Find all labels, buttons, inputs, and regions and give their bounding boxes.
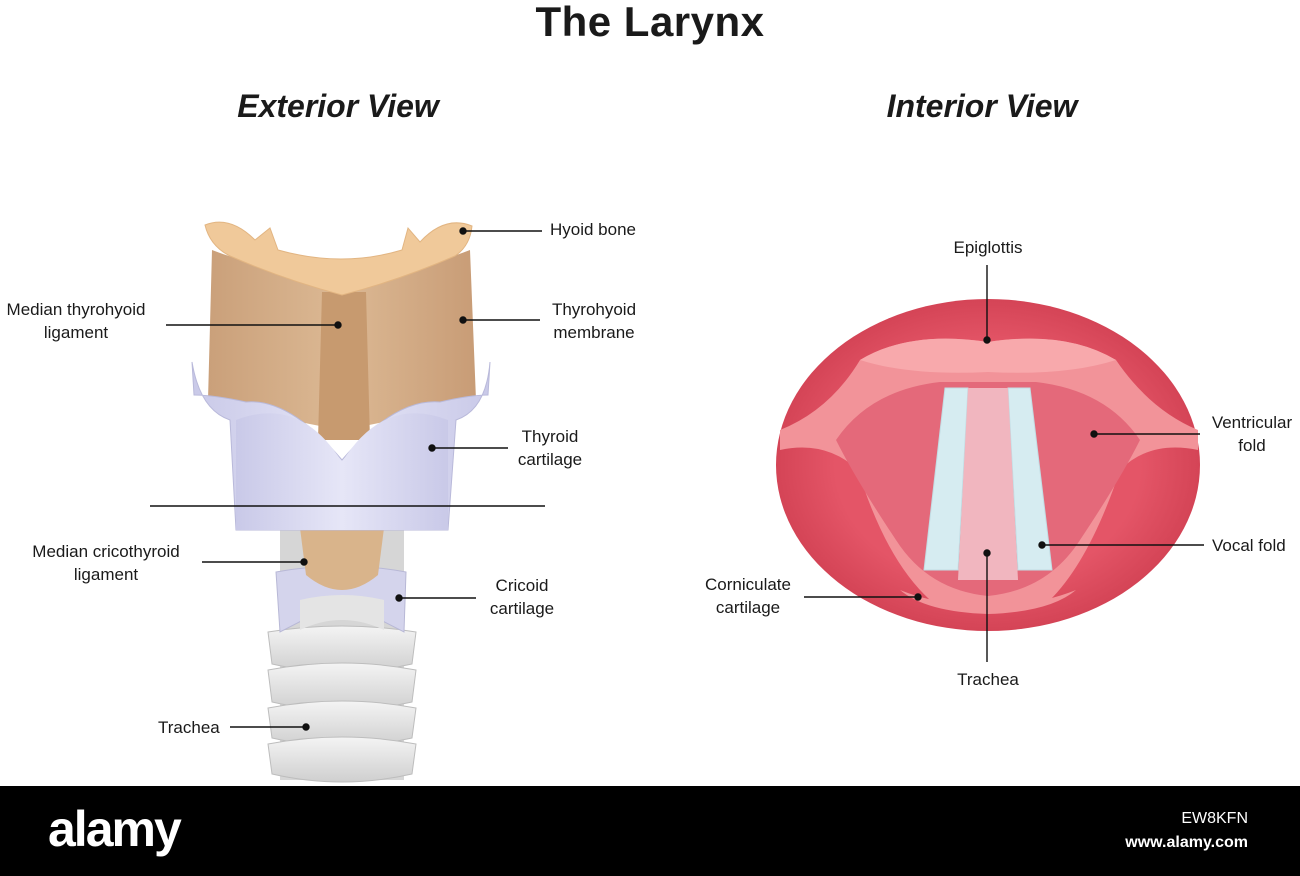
label-thyrohyoid-membrane: Thyrohyoid membrane xyxy=(540,298,648,344)
exterior-larynx xyxy=(191,221,491,783)
thyroid-cartilage-front xyxy=(236,413,448,530)
label-trachea-interior: Trachea xyxy=(957,670,1019,689)
median-thyrohyoid-ligament xyxy=(318,292,370,440)
right-vocal-fold xyxy=(1007,387,1053,571)
label-corniculate-line1: Corniculate xyxy=(705,575,791,594)
interior-view-heading: Interior View xyxy=(886,88,1078,124)
label-thyrohyoid-line2: membrane xyxy=(553,323,635,342)
rima-glottidis xyxy=(958,388,1018,580)
interior-leader-lines xyxy=(804,265,1204,662)
stock-url: www.alamy.com xyxy=(1125,834,1248,851)
stock-image-id: EW8KFN xyxy=(1181,810,1248,827)
label-cricoid-line2: cartilage xyxy=(489,599,555,618)
larynx-illustration xyxy=(150,221,1204,783)
label-epiglottis: Epiglottis xyxy=(953,238,1023,257)
label-thyroid-line1: Thyroid xyxy=(521,427,579,446)
trachea-rings xyxy=(267,625,417,783)
label-median-cricothyroid-ligament: Median cricothyroid ligament xyxy=(20,540,192,586)
label-ventricular-line1: Ventricular xyxy=(1211,413,1293,432)
label-cricoid-cartilage: Cricoid cartilage xyxy=(480,574,564,620)
label-corniculate-cartilage: Corniculate cartilage xyxy=(692,573,804,619)
epiglottis xyxy=(860,338,1116,373)
label-median-thyrohyoid-line2: ligament xyxy=(43,323,109,342)
label-trachea-exterior: Trachea xyxy=(158,718,220,737)
hyoid-bone xyxy=(204,221,473,296)
label-median-thyrohyoid-ligament: Median thyrohyoid ligament xyxy=(0,298,152,344)
label-median-crico-line1: Median cricothyroid xyxy=(32,542,180,561)
alamy-logo: alamy xyxy=(48,801,182,857)
label-corniculate-line2: cartilage xyxy=(715,598,781,617)
stock-footer-bar: alamy EW8KFN www.alamy.com xyxy=(0,786,1300,876)
exterior-leader-lines xyxy=(150,227,545,731)
label-thyroid-line2: cartilage xyxy=(517,450,583,469)
label-vocal-fold: Vocal fold xyxy=(1212,536,1286,555)
diagram-title: The Larynx xyxy=(535,0,765,45)
label-hyoid-bone: Hyoid bone xyxy=(550,220,637,239)
left-vocal-fold xyxy=(923,387,969,571)
median-cricothyroid-ligament xyxy=(300,528,384,590)
label-median-thyrohyoid-line1: Median thyrohyoid xyxy=(6,300,146,319)
label-median-crico-line2: ligament xyxy=(73,565,139,584)
label-thyrohyoid-line1: Thyrohyoid xyxy=(551,300,637,319)
label-ventricular-fold: Ventricular fold xyxy=(1204,411,1300,457)
corniculate-region xyxy=(900,590,1076,614)
label-cricoid-line1: Cricoid xyxy=(495,576,549,595)
cricoid-front-band xyxy=(300,595,384,630)
label-ventricular-line2: fold xyxy=(1238,436,1266,455)
interior-larynx xyxy=(776,299,1200,631)
exterior-view-heading: Exterior View xyxy=(237,88,439,124)
label-thyroid-cartilage: Thyroid cartilage xyxy=(508,425,592,471)
